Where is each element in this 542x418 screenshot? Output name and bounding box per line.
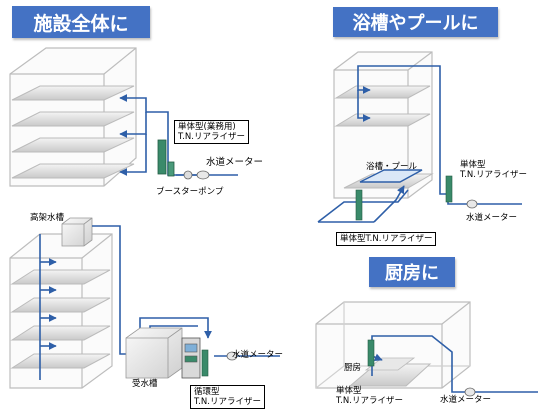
facility-title: 施設全体に [12, 6, 150, 38]
circulation-unit-label-line1: 循環型 [194, 387, 220, 397]
facility-unit-label: 単体型(業務用) T.N.リアライザー [174, 120, 249, 144]
bath-pipes [317, 65, 522, 223]
kitchen-building [315, 301, 471, 389]
kitchen-unit-device [367, 339, 476, 397]
facility-meter [176, 170, 238, 180]
circulation-unit-device [181, 337, 238, 379]
bath-water-meter-label: 水道メーター [466, 213, 518, 223]
kitchen-unit-label-line2: T.N.リアライザー [336, 396, 403, 406]
kitchen-unit-label: 単体型 T.N.リアライザー [336, 386, 403, 406]
circulation-unit-label-line2: T.N.リアライザー [194, 397, 261, 407]
facility-unit-device [157, 139, 175, 177]
elevated-tank-label: 高架水槽 [30, 213, 65, 223]
kitchen-title: 厨房に [369, 257, 455, 287]
tank-water-meter-label: 水道メーター [232, 350, 284, 360]
facility-floors [11, 85, 135, 179]
pool [359, 169, 423, 183]
pool-label: 浴槽・プール [366, 162, 418, 172]
facility-water-meter-label: 水道メーター [206, 157, 264, 168]
booster-pump-label: ブースターポンプ [156, 187, 224, 197]
bath-right-unit-label-line1: 単体型 [460, 160, 486, 170]
bath-right-unit-label-line2: T.N.リアライザー [460, 170, 527, 180]
bath-bottom-unit-label: 単体型T.N.リアライザー [336, 232, 437, 246]
receiving-tank-label: 受水槽 [132, 379, 158, 389]
bath-title: 浴槽やプールに [333, 7, 498, 37]
kitchen-water-meter-label: 水道メーター [440, 395, 492, 405]
kitchen-room-label: 厨房 [344, 363, 362, 373]
tank-building-floors [10, 269, 111, 369]
facility-unit-label-line2: T.N.リアライザー [178, 132, 245, 142]
facility-unit-label-line1: 単体型(業務用) [178, 122, 236, 132]
bath-floors [334, 85, 434, 189]
bath-right-unit-label: 単体型 T.N.リアライザー [460, 160, 527, 180]
kitchen-unit-label-line1: 単体型 [336, 386, 362, 396]
elevated-tank [61, 217, 93, 247]
bath-unit-devices [355, 175, 478, 221]
circulation-unit-label: 循環型 T.N.リアライザー [190, 385, 265, 409]
receiving-tank [125, 327, 183, 379]
